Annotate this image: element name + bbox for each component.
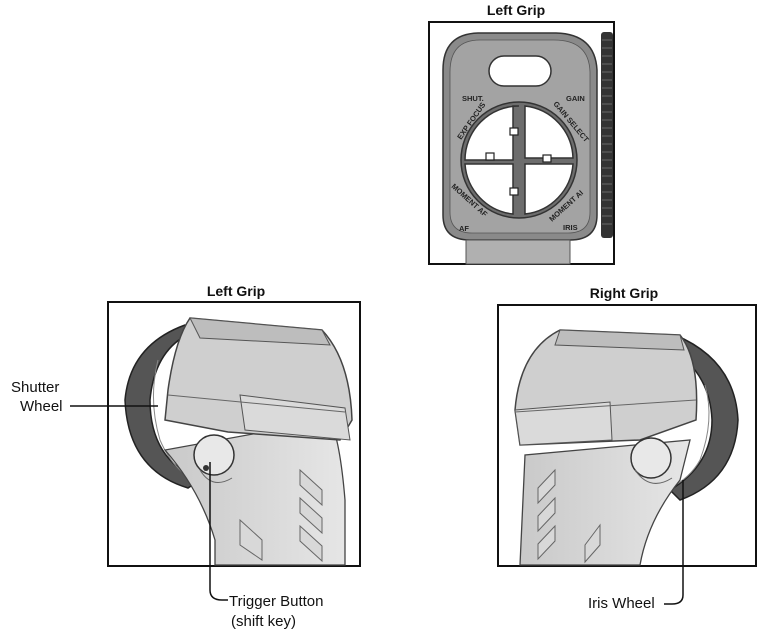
right-panel-title: Right Grip [590,285,658,301]
trigger-button-leader [209,462,228,601]
trigger-button[interactable] [193,434,235,476]
grip-slot [488,55,552,87]
label-iris: IRIS [563,223,578,232]
iris-wheel-leader [664,480,684,605]
shutter-wheel-label-line1: Shutter [11,379,59,396]
iris-wheel-label: Iris Wheel [588,595,655,612]
side-wheel [601,32,613,238]
trigger-button-label-line2: (shift key) [231,613,296,630]
shutter-wheel-label-line2: Wheel [20,398,63,415]
label-shut: SHUT. [462,94,484,103]
right-grip-panel: Right Grip [497,285,757,567]
trigger-button-label-line1: Trigger Button [229,593,324,610]
shutter-wheel[interactable] [124,324,202,489]
right-trigger-button[interactable] [630,437,672,479]
gain-select-button[interactable] [524,105,574,159]
moment-af-button[interactable] [464,163,514,215]
left-panel-title: Left Grip [207,283,265,299]
top-panel-title: Left Grip [487,2,545,18]
moment-ai-button[interactable] [524,163,574,215]
left-grip-panel: Left Grip [107,283,361,567]
exp-focus-button[interactable] [464,105,520,161]
label-af: AF [459,224,469,233]
callouts: Shutter Wheel Trigger Button (shift key)… [11,379,684,630]
label-gain: GAIN [566,94,585,103]
four-way-button-cluster [460,101,578,219]
top-panel: Left Grip [428,2,615,265]
